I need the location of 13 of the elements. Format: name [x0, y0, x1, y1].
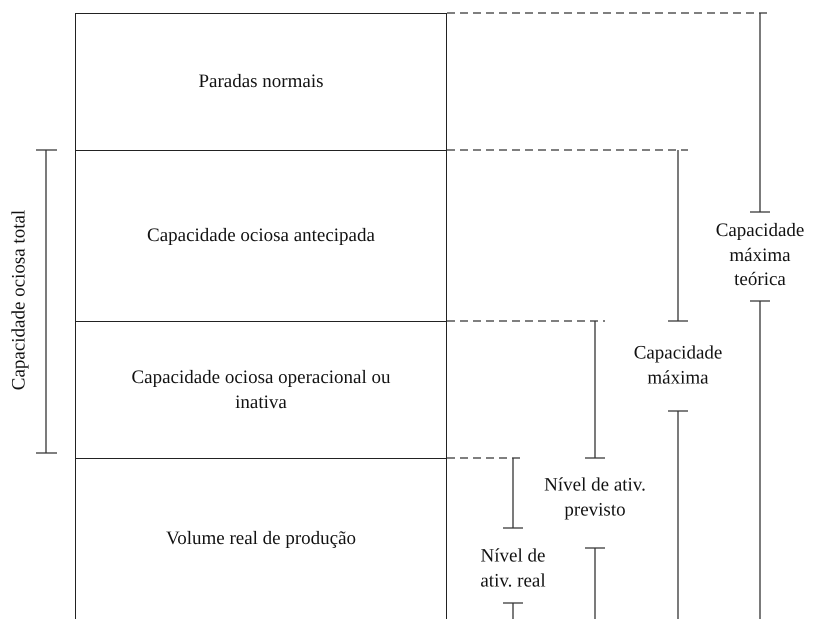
stacked-box [75, 458, 447, 619]
box-label: Volume real de produção [166, 527, 356, 552]
box-label: Capacidade ociosa operacional ou inativa [131, 366, 391, 414]
dimension-label: Nível de ativ. real [479, 544, 547, 593]
stacked-box [75, 13, 447, 151]
stacked-box [75, 321, 447, 459]
box-label: Capacidade ociosa antecipada [147, 224, 375, 248]
box-label: Paradas normais [198, 70, 324, 94]
dimension-label: Capacidade máxima teórica [714, 218, 806, 292]
dimension-label: Nível de ativ. previsto [543, 473, 647, 522]
dimension-label: Capacidade máxima [632, 341, 724, 390]
stacked-box [75, 150, 447, 322]
dimension-label: Capacidade ociosa total [8, 210, 31, 390]
